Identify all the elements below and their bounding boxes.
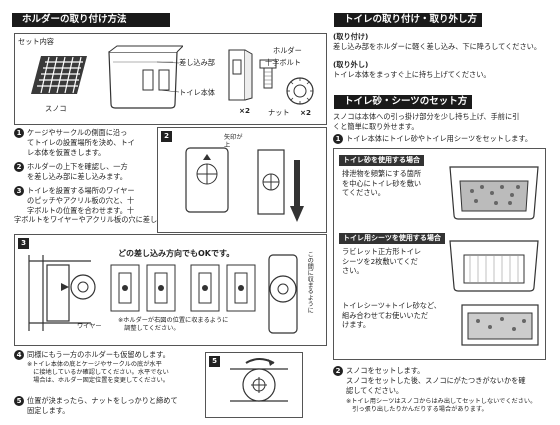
- nut-x2: ×2: [300, 108, 312, 117]
- insert-part-label: 差し込み部: [179, 58, 215, 67]
- nut-image: [286, 77, 314, 105]
- arrow-up-label: 矢印が上: [224, 134, 243, 150]
- wire-label: ワイヤー: [77, 323, 102, 330]
- combo-text: トイレシーツ+トイレ砂など、 組み合わせてお使いいただ けます。: [342, 301, 441, 330]
- diagram-2-number: 2: [161, 131, 172, 142]
- set-contents-label: セット内容: [18, 37, 54, 46]
- right-step-1-number: 1: [333, 134, 343, 144]
- nut-label: ナット: [268, 108, 290, 117]
- cross-bolt-image: [259, 59, 277, 89]
- toilet-with-sand-image: [449, 166, 539, 220]
- holder-x2: ×2: [239, 106, 251, 115]
- holder-label: ホルダー: [273, 46, 302, 55]
- case-sheet-tag: トイレ用シーツを使用する場合: [339, 233, 445, 244]
- sand-sheet-header: トイレ砂・シーツのセット方法: [334, 95, 472, 121]
- set-contents-box: セット内容 スノコ 差し込み部 トイレ本体 ×2 ホ: [14, 33, 327, 125]
- step-3-number: 3: [14, 186, 24, 196]
- attach-title: (取り付け): [333, 32, 369, 41]
- holder-section-header: ホルダーの取り付け方法: [12, 13, 170, 27]
- step-4-notes: ※トイレ本体の底とケージやサークルの底が水平 に接地しているか確認してください。…: [27, 361, 169, 385]
- case-sand-tag: トイレ砂を使用する場合: [339, 155, 424, 166]
- right-step-2-number: 2: [333, 366, 343, 376]
- sunoko-intro: スノコは本体への引っ掛け部分を少し持ち上げ、手前に引くと簡単に取り外せます。: [333, 112, 520, 131]
- diagram-2-box: 2 矢印が上: [157, 127, 327, 233]
- sunoko-label: スノコ: [45, 104, 67, 113]
- diagram-3-box: 3 ワイヤー どの差し込み方向でもOKです。 ※ホルダーが右図の位置に収まるよう…: [14, 234, 327, 346]
- holder-position-diagram: [268, 254, 298, 334]
- toilet-attach-header: トイレの取り付け・取り外し方法: [334, 13, 482, 39]
- toilet-with-sheet-image: [449, 240, 539, 292]
- leader-lines: [156, 61, 180, 93]
- insert-direction-diagrams: [110, 264, 256, 312]
- toilet-body-label: トイレ本体: [179, 88, 215, 97]
- diagram-5-number: 5: [209, 356, 220, 367]
- fit-between-text: この間に収まるように: [306, 251, 314, 313]
- holder-insert-diagram: [185, 147, 304, 222]
- nut-tighten-diagram: [230, 358, 288, 402]
- remove-text: トイレ本体をまっすぐ上に持ち上げてください。: [333, 70, 491, 79]
- right-step-2-notes: ※トイレ用シーツはスノコからはみ出してセットしないでください。 引っ張り出したり…: [346, 398, 537, 414]
- step-2-number: 2: [14, 162, 24, 172]
- ok-direction-text: どの差し込み方向でもOKです。: [118, 249, 235, 258]
- combo-sheet-sand-image: [461, 304, 539, 346]
- sunoko-grate-image: [31, 56, 87, 94]
- diagram-3-number: 3: [18, 238, 29, 249]
- case-sheet-text: ラビレット正方形トイレ シーツを2枚敷いてくだ さい。: [342, 247, 422, 276]
- usage-case-box: トイレ砂を使用する場合 排泄物を頻繁にする箇所 を中心にトイレ砂を敷い てくださ…: [333, 148, 546, 360]
- step-1-number: 1: [14, 128, 24, 138]
- holder-image: [228, 49, 253, 101]
- wire-cage-diagram: [28, 255, 96, 331]
- step-5-number: 5: [14, 396, 24, 406]
- holder-position-note: ※ホルダーが右図の位置に収まるように 調整してください。: [118, 317, 229, 333]
- toilet-body-image: [108, 45, 183, 109]
- attach-text: 差し込み部をホルダーに軽く差し込み、下に降ろしてください。: [333, 42, 542, 51]
- remove-title: (取り外し): [333, 60, 369, 69]
- case-sand-text: 排泄物を頻繁にする箇所 を中心にトイレ砂を敷い てください。: [342, 169, 422, 198]
- cross-bolt-label: 十字ボルト: [265, 58, 301, 67]
- diagram-5-box: 5: [205, 352, 303, 418]
- step-4-number: 4: [14, 350, 24, 360]
